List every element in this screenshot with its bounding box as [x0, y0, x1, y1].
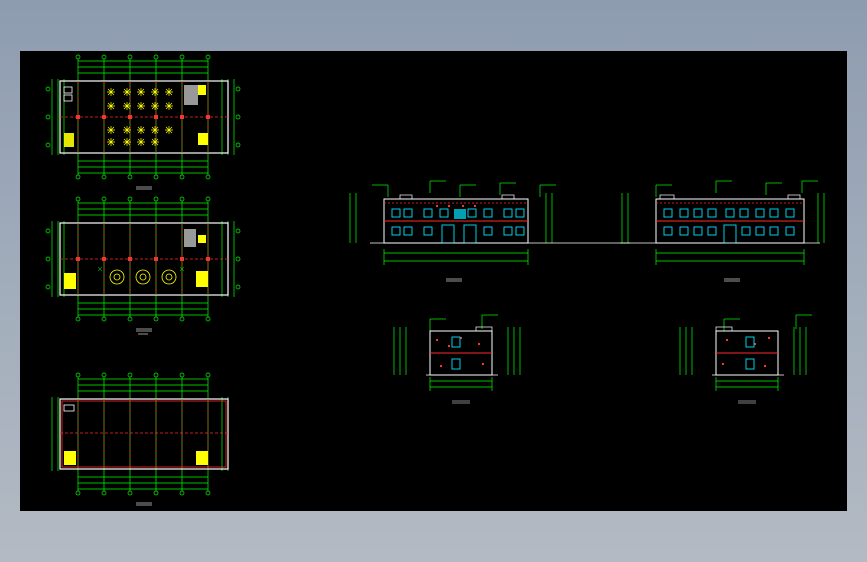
- plan-ground-floor[interactable]: [45, 54, 241, 190]
- plan-roof[interactable]: [51, 372, 229, 506]
- plan-second-floor[interactable]: [45, 196, 241, 335]
- elevation-left[interactable]: [393, 314, 521, 404]
- elevation-front[interactable]: [349, 180, 630, 282]
- elevation-right[interactable]: [679, 314, 812, 404]
- cad-drawing[interactable]: [20, 51, 847, 511]
- elevation-rear[interactable]: [620, 180, 825, 282]
- drawing-canvas[interactable]: [20, 51, 847, 511]
